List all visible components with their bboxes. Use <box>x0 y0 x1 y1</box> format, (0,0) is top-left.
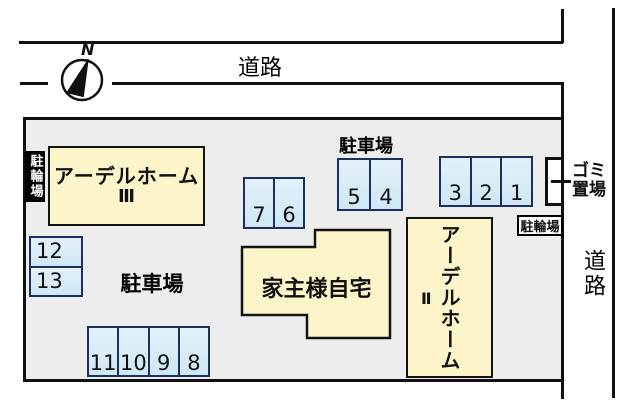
parking-space-12-number: 12 <box>36 239 63 264</box>
parking-space-9-number: 9 <box>156 351 171 375</box>
building-aderu-home-2-name: アーデルホーム <box>437 224 461 371</box>
parking-group-3-2-1: 3 2 1 <box>439 156 533 207</box>
parking-space-8-number: 8 <box>187 351 201 375</box>
bicycle-parking-right-label: 駐輪場 <box>517 215 563 236</box>
building-aderu-home-3-name: アーデルホーム <box>53 164 200 188</box>
building-aderu-home-3-numeral: Ⅲ <box>117 186 135 207</box>
parking-group-5-4: 5 4 <box>337 158 403 211</box>
parking-space-4-number: 4 <box>379 185 393 209</box>
road-top-upper-line <box>19 41 563 44</box>
north-label: N <box>81 40 95 59</box>
parking-space-1: 1 <box>500 158 532 205</box>
parking-group-11-8: 11 10 9 8 <box>87 326 210 377</box>
bicycle-parking-left-label: 駐輪場 <box>25 151 45 202</box>
parking-space-1-number: 1 <box>509 181 524 205</box>
parking-space-10: 10 <box>117 328 148 375</box>
road-label-right: 道路 <box>580 249 605 299</box>
parking-space-10-number: 10 <box>120 351 147 375</box>
bicycle-parking-right-text: 駐輪場 <box>520 220 560 235</box>
parking-space-6: 6 <box>273 179 303 227</box>
owner-house-label: 家主様自宅 <box>261 277 372 302</box>
road-label-top: 道路 <box>237 56 282 81</box>
parking-space-5: 5 <box>339 160 369 209</box>
parking-space-4: 4 <box>369 160 401 209</box>
parking-space-3: 3 <box>441 158 470 205</box>
garbage-label-line1: ゴミ <box>572 161 606 181</box>
garbage-pointer-line <box>551 180 571 183</box>
parking-space-11: 11 <box>89 328 118 375</box>
road-top-corner-stub <box>561 9 564 43</box>
parking-space-7: 7 <box>245 179 273 227</box>
parking-group-12-13: 12 13 <box>29 236 83 297</box>
garbage-area-label: ゴミ 置場 <box>572 162 612 200</box>
parking-lot-label-top: 駐車場 <box>339 136 393 157</box>
road-top-lower-line-b <box>112 82 562 85</box>
parking-space-2: 2 <box>469 158 501 205</box>
road-top-lower-line-a <box>20 82 48 85</box>
road-right-outer-line <box>612 8 615 398</box>
garbage-label-line2: 置場 <box>572 180 606 200</box>
parking-space-3-number: 3 <box>448 181 463 205</box>
parking-space-6-number: 6 <box>282 203 296 227</box>
parking-space-9: 9 <box>147 328 178 375</box>
parking-space-8: 8 <box>177 328 208 375</box>
owner-house-shape <box>240 228 392 340</box>
compass-icon <box>60 58 104 102</box>
parking-space-12: 12 <box>31 238 81 266</box>
building-aderu-home-2-numeral: Ⅱ <box>421 289 432 308</box>
parking-space-2-number: 2 <box>479 181 493 205</box>
parking-lot-label-main: 駐車場 <box>120 272 184 296</box>
parking-space-13: 13 <box>31 265 81 295</box>
parking-space-7-number: 7 <box>252 203 266 227</box>
building-aderu-home-2: アーデルホーム <box>406 217 493 378</box>
parking-space-5-number: 5 <box>347 185 361 209</box>
parking-space-11-number: 11 <box>89 351 117 375</box>
building-aderu-home-3: アーデルホーム Ⅲ <box>48 146 205 226</box>
parking-space-13-number: 13 <box>36 268 63 293</box>
parking-group-7-6: 7 6 <box>243 177 305 229</box>
